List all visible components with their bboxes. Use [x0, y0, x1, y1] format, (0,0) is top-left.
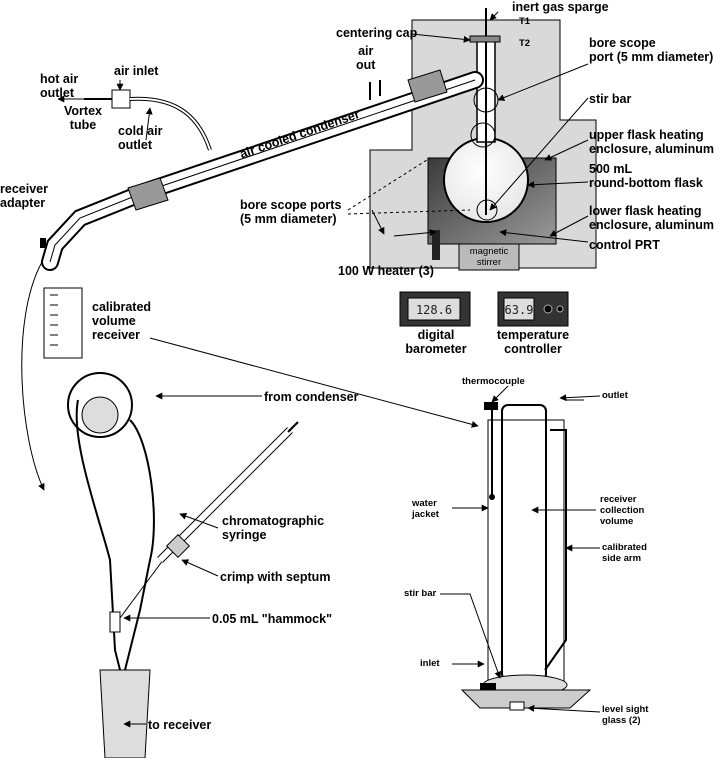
calibrated-volume-receiver-label: calibrated volume receiver	[92, 300, 152, 342]
chromatographic-syringe-graphic	[119, 421, 299, 619]
upper-enclosure-label: upper flask heating enclosure, aluminum	[589, 128, 715, 156]
stir-bar-bottom-label: stir bar	[404, 588, 437, 599]
thermocouple-label: thermocouple	[462, 376, 525, 387]
cold-air-outlet-label: cold air outlet	[118, 124, 163, 152]
t2-label: T2	[519, 38, 531, 49]
bore-scope-ports-label: bore scope ports (5 mm diameter)	[240, 198, 342, 226]
outlet-label: outlet	[602, 390, 628, 401]
vortex-tube	[84, 89, 212, 151]
air-inlet-label: air inlet	[114, 64, 159, 78]
calibrated-volume-receiver-small	[40, 238, 83, 359]
receiver-detail	[460, 402, 592, 711]
chromatographic-syringe-label: chromatographic syringe	[222, 514, 325, 542]
flask-label: 500 mL round-bottom flask	[589, 162, 703, 190]
control-prt-label: control PRT	[589, 238, 660, 252]
receiver-adapter-detail	[67, 372, 299, 759]
magnetic-stirrer-label: magnetic stirrer	[469, 246, 509, 268]
calibrated-side-arm-label: calibrated side arm	[602, 542, 647, 564]
inert-gas-sparge-label: inert gas sparge	[512, 0, 609, 14]
vortex-tube-label: Vortex tube	[64, 104, 102, 132]
digital-barometer-label: digital barometer	[405, 328, 467, 356]
hammock-label: 0.05 mL "hammock"	[212, 612, 333, 626]
controller-readout: 63.9	[505, 303, 534, 317]
t1-label: T1	[519, 16, 531, 27]
level-sight-glass-label: level sight glass (2)	[602, 704, 649, 726]
hot-air-outlet-label: hot air outlet	[40, 72, 79, 100]
round-bottom-flask	[443, 8, 529, 223]
barometer-readout: 128.6	[416, 303, 452, 317]
air-cooled-condenser	[41, 69, 484, 271]
centering-cap-label: centering cap	[336, 26, 418, 40]
temperature-controller-device: 63.9	[497, 291, 569, 327]
crimp-with-septum-label: crimp with septum	[220, 570, 331, 584]
heater-label: 100 W heater (3)	[338, 264, 434, 278]
air-out-label: air out	[356, 44, 376, 72]
temperature-controller-label: temperature controller	[496, 328, 570, 356]
callout-lines	[21, 11, 601, 728]
bore-scope-port-label: bore scope port (5 mm diameter)	[589, 36, 714, 64]
receiver-adapter-label: receiver adapter	[0, 182, 48, 210]
inlet-label: inlet	[420, 658, 440, 669]
heater-element	[432, 230, 440, 260]
digital-barometer-device: 128.6	[399, 291, 471, 327]
centering-cap	[469, 35, 501, 43]
magnetic-stirrer-box	[458, 243, 520, 271]
to-receiver-label: to receiver	[148, 718, 212, 732]
receiver-collection-volume-label: receiver collection volume	[600, 494, 645, 527]
lower-enclosure-label: lower flask heating enclosure, aluminum	[589, 204, 715, 232]
stir-bar-top-label: stir bar	[589, 92, 632, 106]
water-jacket-label: water jacket	[412, 498, 439, 520]
from-condenser-label: from condenser	[264, 390, 359, 404]
